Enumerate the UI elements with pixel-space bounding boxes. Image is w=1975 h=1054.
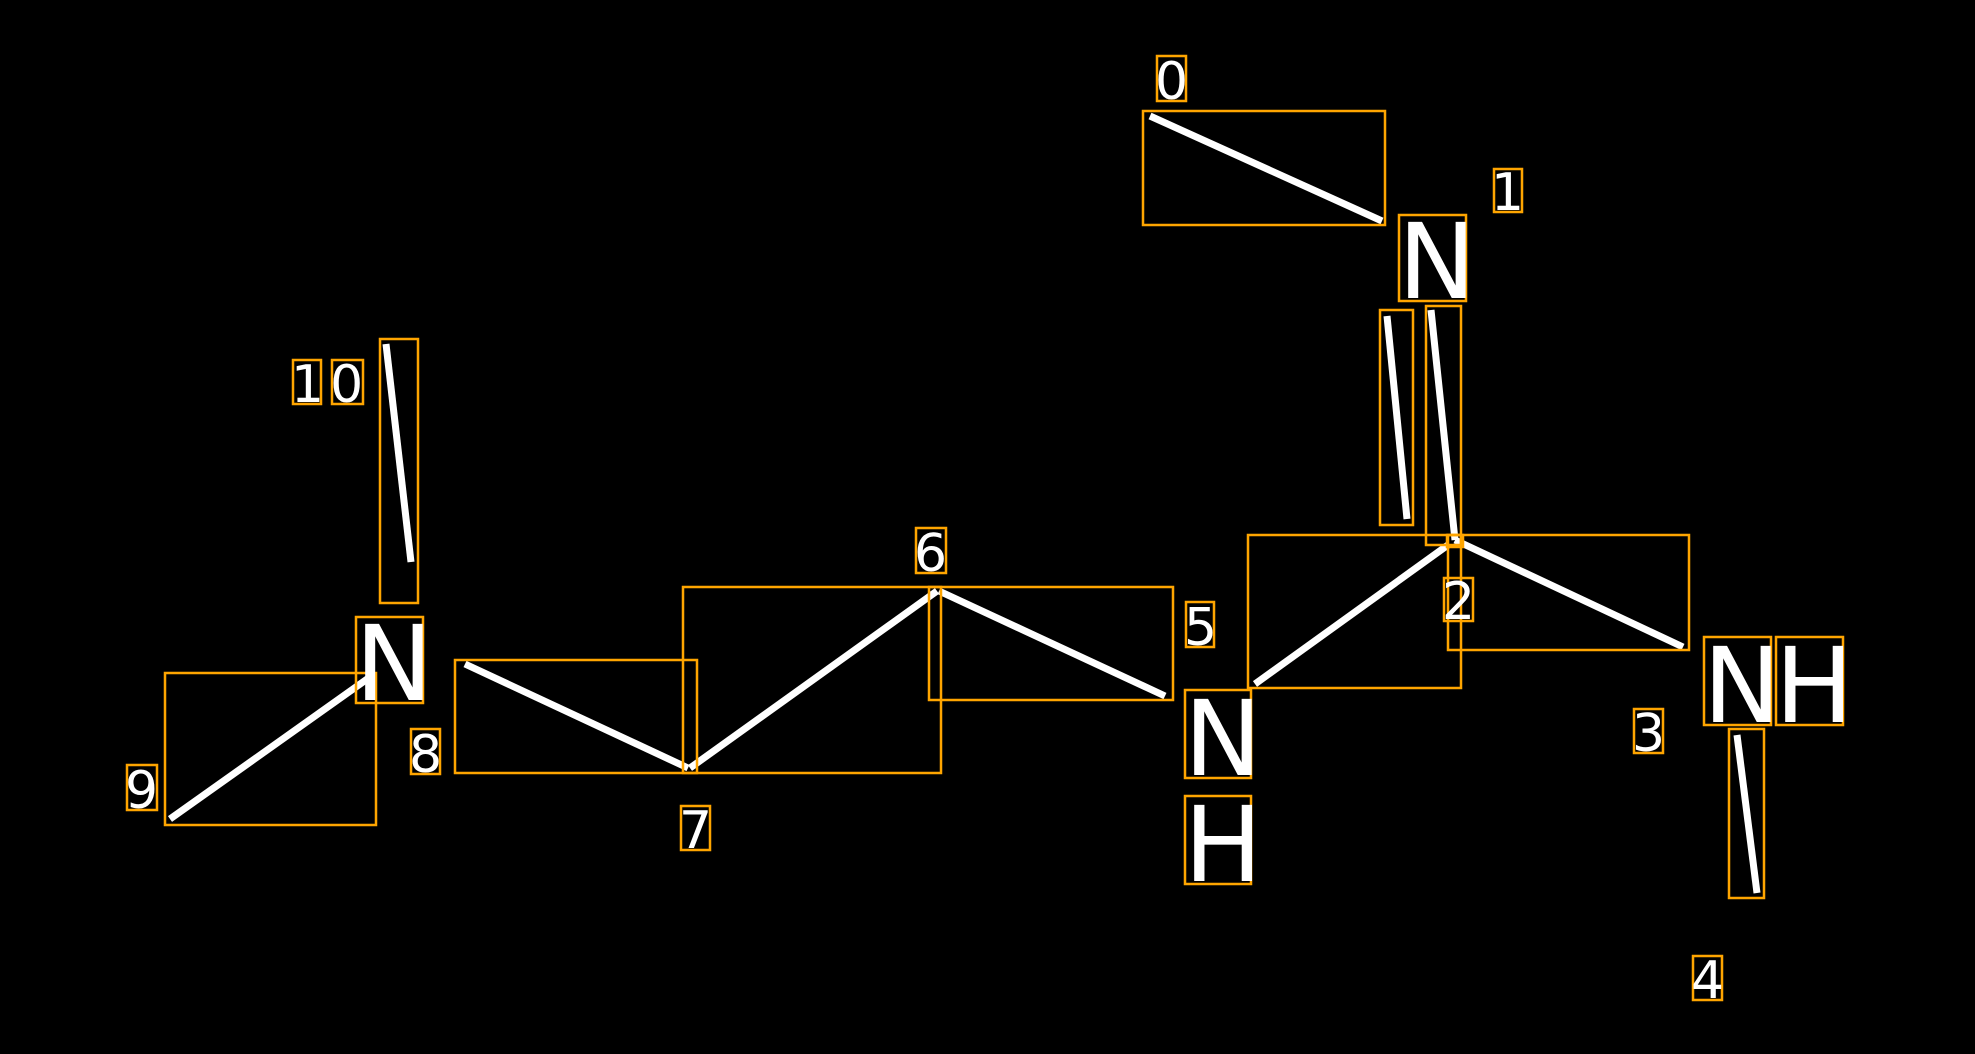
bbox-bond-double-a <box>1378 308 1415 527</box>
bond-0 <box>1148 112 1384 225</box>
atom-n1: N <box>1398 201 1476 323</box>
atom-h5: H <box>1184 784 1262 906</box>
bond-4 <box>1733 734 1761 894</box>
index-1: 1 <box>1491 163 1524 223</box>
index-3: 3 <box>1632 704 1665 764</box>
bond-9 <box>167 674 373 822</box>
index-7: 7 <box>679 801 712 861</box>
index-2: 2 <box>1442 572 1475 632</box>
index-labels: 0 1 2 3 4 5 6 7 8 9 10 <box>125 52 1724 1011</box>
bbox-bond-10 <box>378 337 420 605</box>
bond-7-8 <box>463 660 690 772</box>
bbox-bond-double-b <box>1424 304 1463 547</box>
atom-n-ring: N <box>355 603 433 725</box>
bbox-bond-9 <box>163 671 378 827</box>
bbox-atom-n-ring <box>354 615 425 705</box>
bbox-index-7 <box>679 804 712 852</box>
atom-labels: N N N H N H <box>354 201 1853 906</box>
index-4: 4 <box>1691 951 1724 1011</box>
bbox-atom-junction <box>1445 533 1465 549</box>
atom-nh3-n: N <box>1703 625 1781 747</box>
bbox-index-10-b <box>330 358 365 406</box>
bbox-index-3 <box>1632 707 1665 755</box>
bbox-bond-2-5 <box>1246 533 1463 690</box>
index-10: 10 <box>291 355 369 415</box>
bond-boxes <box>163 109 1766 900</box>
index-9: 9 <box>125 761 158 821</box>
bbox-index-1 <box>1492 167 1524 214</box>
index-6: 6 <box>914 524 947 584</box>
atom-n5: N <box>1184 678 1262 800</box>
bbox-index-0 <box>1155 54 1188 103</box>
bbox-bond-4 <box>1727 727 1766 900</box>
index-0: 0 <box>1155 52 1188 112</box>
index-8: 8 <box>409 725 442 785</box>
bond-5-6 <box>937 587 1167 700</box>
bbox-index-10-a <box>291 358 323 406</box>
bond-double-b <box>1427 309 1459 541</box>
bbox-atom-n5 <box>1183 688 1253 780</box>
bbox-index-2 <box>1442 576 1475 623</box>
bbox-bond-0 <box>1141 109 1387 227</box>
bbox-bond-6-7 <box>681 585 943 775</box>
bbox-atom-n1 <box>1397 213 1468 303</box>
bbox-bond-5-6 <box>927 585 1175 702</box>
atom-nh3-h: H <box>1775 625 1853 747</box>
bbox-index-4 <box>1691 954 1724 1002</box>
bbox-bond-7-8 <box>453 658 699 775</box>
bbox-atom-nh3-h <box>1774 635 1845 727</box>
bbox-index-6 <box>914 526 948 575</box>
bbox-atom-nh3-n <box>1702 635 1773 727</box>
bond-2-5 <box>1252 542 1451 687</box>
bbox-index-5 <box>1184 600 1216 649</box>
bond-10 <box>382 343 415 563</box>
bonds <box>167 112 1761 894</box>
bond-6-7 <box>687 588 940 771</box>
bond-2-3 <box>1453 536 1685 651</box>
bond-double-a <box>1383 315 1411 520</box>
bbox-bond-2-3 <box>1446 533 1691 652</box>
bbox-atom-h5 <box>1183 794 1253 886</box>
bbox-index-8 <box>409 727 442 776</box>
bbox-index-9 <box>125 763 159 812</box>
index-5: 5 <box>1184 598 1217 658</box>
